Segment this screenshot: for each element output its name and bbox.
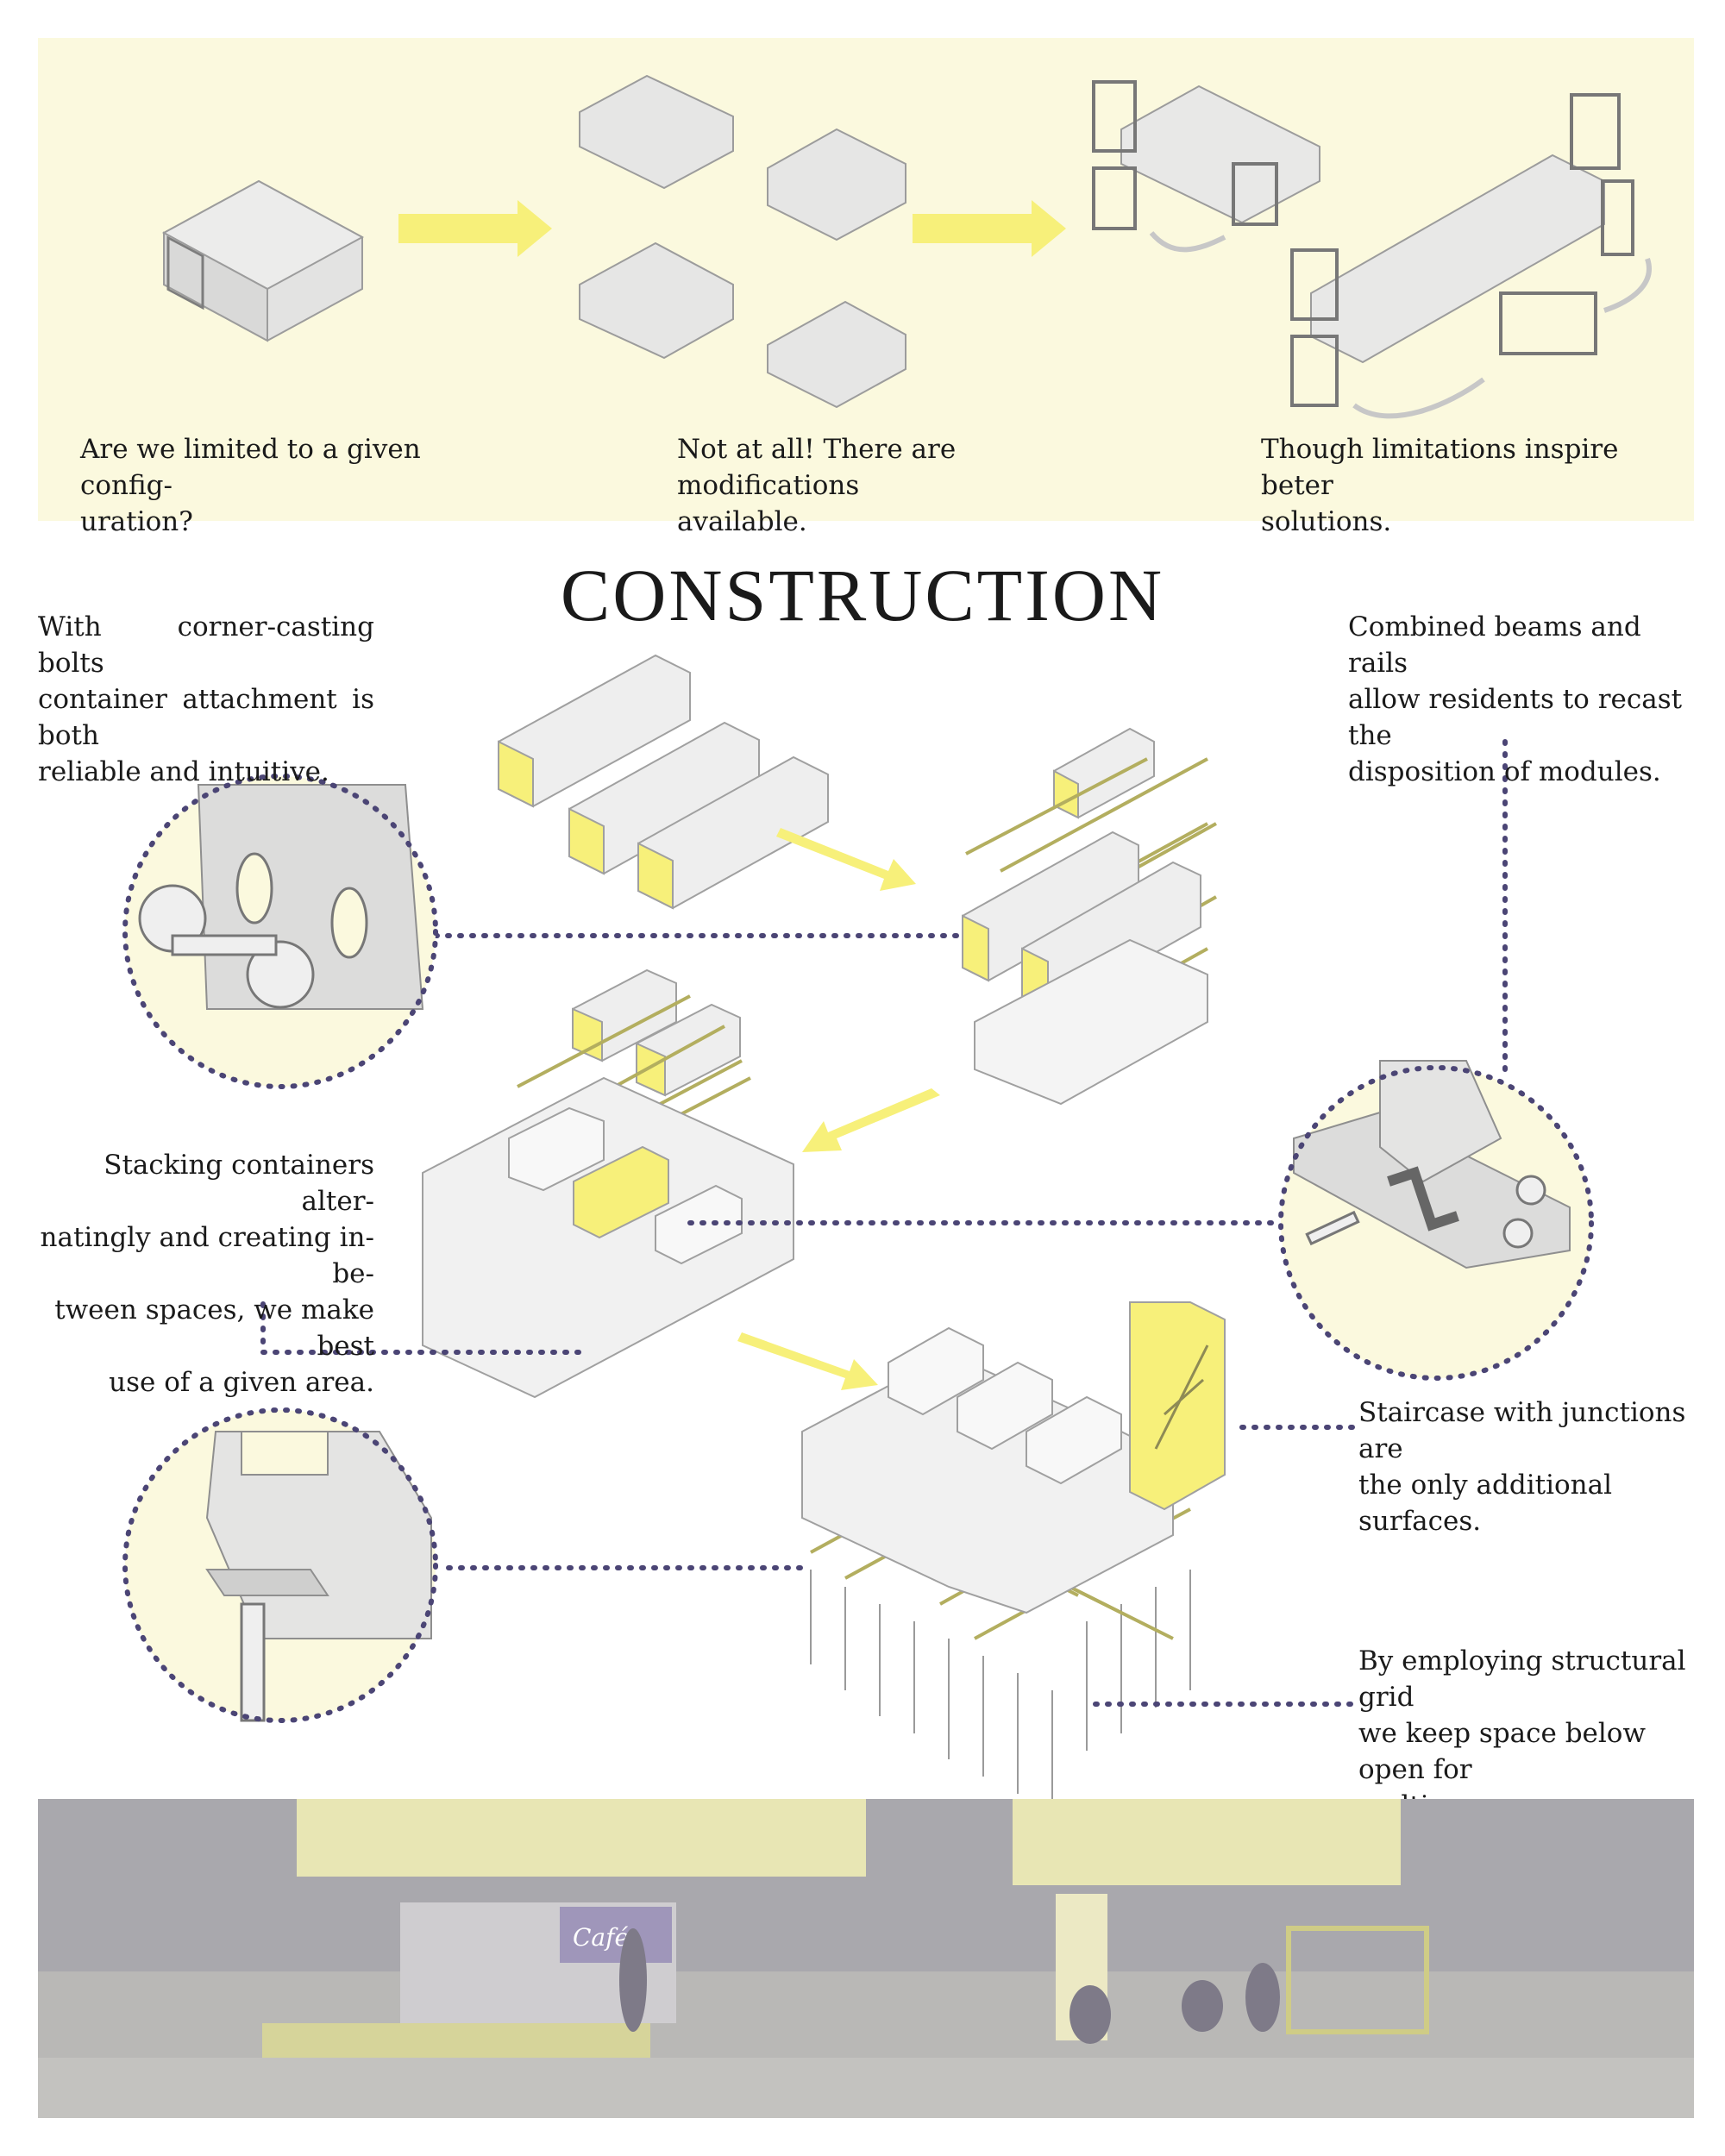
page-title: CONSTRUCTION — [560, 554, 1165, 636]
arrow-1 — [398, 200, 552, 257]
leader-lines — [260, 739, 1508, 1707]
arrow-2 — [913, 200, 1066, 257]
street-rendering: Café — [38, 1799, 1694, 2118]
arrow-stage-4 — [737, 1332, 878, 1390]
svg-text:Café: Café — [573, 1923, 629, 1952]
container-original — [161, 179, 365, 342]
arrow-stage-3 — [802, 1088, 940, 1152]
modified-container-small — [1092, 80, 1320, 253]
detail-beams-circle — [1278, 1060, 1594, 1381]
container-variants — [579, 74, 906, 409]
modified-container-large — [1290, 93, 1652, 419]
stage-1-containers — [498, 654, 829, 910]
stage-3-stack — [422, 968, 794, 1399]
detail-grid-circle — [122, 1407, 438, 1723]
detail-bolts-circle — [122, 774, 438, 1089]
stage-2-rails — [962, 727, 1217, 1106]
note-stacking: Stacking containers alter-natingly and c… — [40, 1150, 374, 1398]
caption-configuration: Are we limited to a given config-uration… — [80, 434, 421, 537]
stage-4-final — [801, 1301, 1226, 1811]
arrow-stage-2 — [776, 828, 916, 891]
